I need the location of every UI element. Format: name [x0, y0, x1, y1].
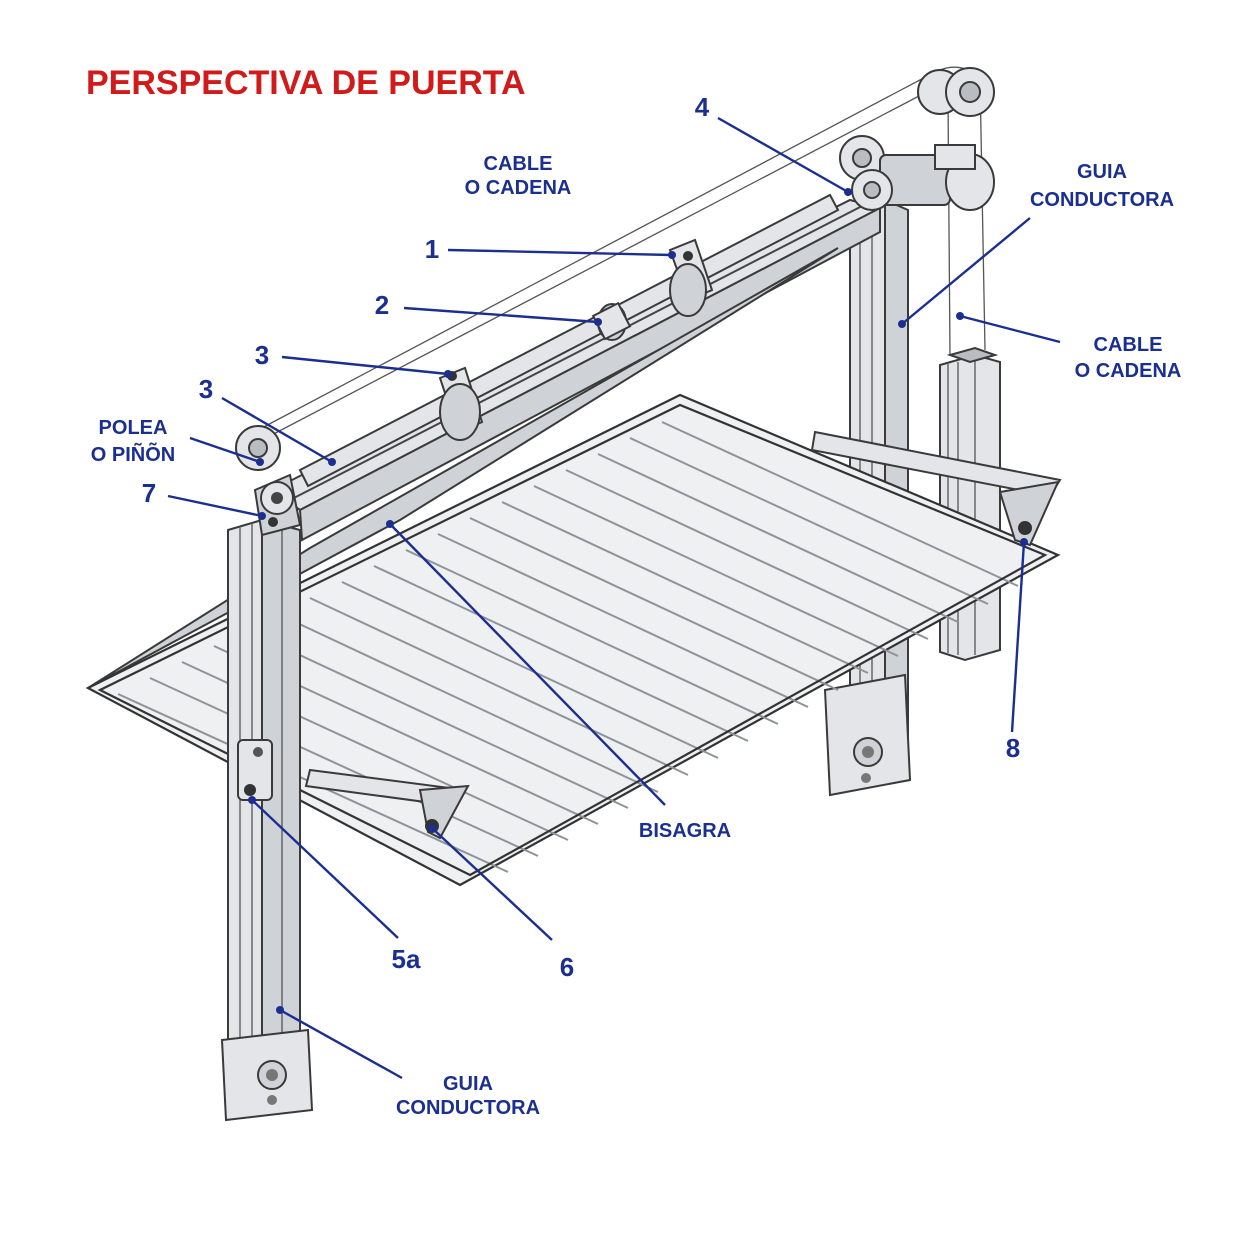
callout-6: 6 — [560, 952, 574, 982]
label-guia-bottom-line1: GUIA — [443, 1073, 493, 1095]
door-illustration — [85, 66, 1062, 1122]
left-pulley-block — [235, 425, 302, 537]
label-cable-top-line1: CABLE — [484, 153, 553, 175]
label-cable-right-line1: CABLE — [1094, 334, 1163, 356]
label-bisagra: BISAGRA — [639, 820, 731, 842]
coupling-2 — [591, 301, 632, 341]
shaft-bearings — [438, 238, 714, 441]
callout-1: 1 — [425, 234, 439, 264]
callout-3b: 3 — [199, 374, 213, 404]
label-polea-line1: POLEA — [99, 417, 168, 439]
callout-4: 4 — [695, 92, 710, 122]
callout-2: 2 — [375, 290, 389, 320]
motor-assembly — [839, 67, 995, 211]
left-post — [220, 518, 314, 1122]
callout-8: 8 — [1006, 733, 1020, 763]
callout-7: 7 — [142, 478, 156, 508]
label-guia-bottom-line2: CONDUCTORA — [396, 1097, 540, 1119]
label-guia-top-line1: GUIA — [1077, 161, 1127, 183]
label-polea-line2: O PIÑÕN — [91, 442, 175, 466]
bearing-1 — [668, 238, 714, 317]
leader-lines — [167, 116, 1061, 1080]
label-cable-right-line2: O CADENA — [1075, 360, 1182, 382]
label-cable-top-line2: O CADENA — [465, 177, 572, 199]
diagram-title: PERSPECTIVA DE PUERTA — [86, 64, 526, 102]
callout-3a: 3 — [255, 340, 269, 370]
label-guia-top-line2: CONDUCTORA — [1030, 189, 1174, 211]
callout-5a: 5a — [392, 944, 421, 974]
bearing-3 — [438, 366, 484, 441]
right-arm — [810, 430, 1062, 547]
